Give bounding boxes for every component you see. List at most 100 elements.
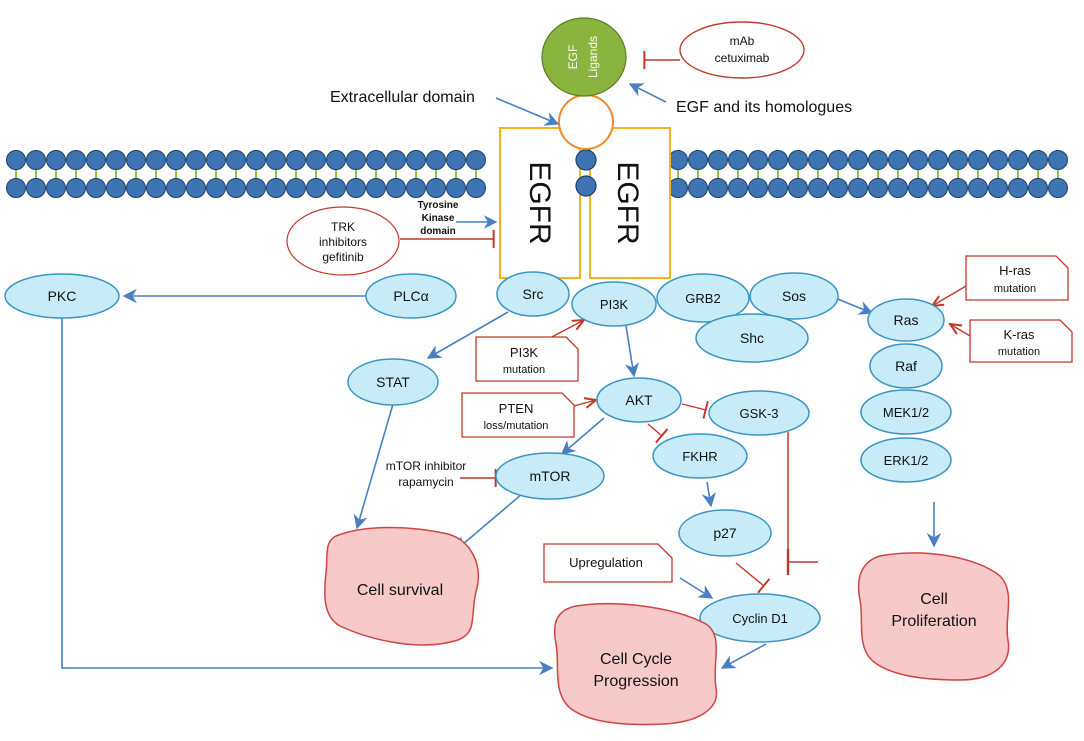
node-gsk3: GSK-3 bbox=[708, 390, 810, 436]
egfr-receptor-right: EGFR bbox=[589, 127, 671, 279]
node-akt: AKT bbox=[596, 377, 682, 423]
cell-proliferation-line1: Cell bbox=[920, 591, 948, 608]
node-raf-label: Raf bbox=[895, 358, 917, 374]
lipid-head bbox=[908, 178, 928, 198]
lipid-head bbox=[6, 150, 26, 170]
lipid-head bbox=[26, 178, 46, 198]
node-akt-label: AKT bbox=[625, 392, 653, 408]
cyclin-to-cycle-arrow bbox=[720, 643, 767, 669]
node-shc-label: Shc bbox=[740, 330, 764, 346]
lipid-head bbox=[748, 150, 768, 170]
extracellular-arrow bbox=[495, 97, 560, 126]
lipid-head bbox=[246, 150, 266, 170]
node-stat-label: STAT bbox=[376, 374, 410, 390]
lipid-head bbox=[446, 178, 466, 198]
lipid-head bbox=[768, 178, 788, 198]
lipid-head bbox=[206, 150, 226, 170]
lipid-head bbox=[928, 150, 948, 170]
lipid-head bbox=[346, 150, 366, 170]
akt-gsk3-inhibition bbox=[681, 400, 709, 419]
tk-label-line3: domain bbox=[420, 226, 456, 237]
cell-cycle-line1: Cell Cycle bbox=[600, 651, 672, 668]
node-grb2-label: GRB2 bbox=[685, 291, 720, 306]
mtor-inhibitor-label-line1: mTOR inhibitor bbox=[386, 459, 466, 473]
lipid-head bbox=[688, 150, 708, 170]
egfr-label-right: EGFR bbox=[611, 161, 644, 244]
hras-line2: mutation bbox=[994, 283, 1036, 295]
lipid-head bbox=[66, 150, 86, 170]
egfr-receptor-left: EGFR bbox=[499, 127, 581, 279]
lipid-head bbox=[708, 178, 728, 198]
node-raf: Raf bbox=[869, 343, 943, 389]
lipid-head bbox=[366, 178, 386, 198]
node-plc: PLCα bbox=[365, 273, 457, 319]
egfr-label-left: EGFR bbox=[523, 161, 556, 244]
gsk3-to-cyclin-line bbox=[787, 432, 818, 563]
node-mek-label: MEK1/2 bbox=[883, 405, 929, 420]
pi3k-mutation-line1: PI3K bbox=[510, 345, 539, 360]
lipid-head bbox=[466, 178, 486, 198]
lipid-head bbox=[1028, 150, 1048, 170]
lipid-head bbox=[688, 178, 708, 198]
hras-arrow bbox=[932, 285, 967, 306]
outcome-cell-cycle-progression: Cell Cycle Progression bbox=[553, 603, 718, 726]
lipid-head bbox=[206, 178, 226, 198]
lipid-head bbox=[266, 150, 286, 170]
tk-label-line2: Kinase bbox=[422, 213, 455, 224]
lipid-head bbox=[66, 178, 86, 198]
lipid-head bbox=[968, 150, 988, 170]
lipid-head bbox=[668, 178, 688, 198]
lipid-head bbox=[888, 150, 908, 170]
fkhr-to-p27-arrow bbox=[701, 481, 716, 508]
akt-to-mtor-arrow bbox=[560, 417, 605, 455]
lipid-head bbox=[888, 178, 908, 198]
kras-arrow bbox=[950, 324, 971, 337]
node-plc-label: PLCα bbox=[393, 288, 428, 304]
lipid-head bbox=[908, 150, 928, 170]
src-to-stat-arrow bbox=[426, 311, 509, 359]
lipid-head bbox=[968, 178, 988, 198]
lipid-head bbox=[126, 178, 146, 198]
lipid-head bbox=[808, 150, 828, 170]
lipid-head bbox=[446, 150, 466, 170]
lipid-head bbox=[326, 150, 346, 170]
extracellular-domain-label: Extracellular domain bbox=[330, 89, 475, 106]
lipid-head bbox=[426, 178, 446, 198]
mab-cetuximab-inhibitor: mAb cetuximab bbox=[679, 21, 805, 79]
node-grb2: GRB2 bbox=[656, 273, 750, 323]
lipid-head bbox=[166, 178, 186, 198]
mtor-inhibitor-label-line2: rapamycin bbox=[398, 475, 453, 489]
connectors bbox=[61, 285, 971, 676]
lipid-head bbox=[406, 150, 426, 170]
trk-inhibitors-gefitinib: TRK inhibitors gefitinib bbox=[286, 206, 400, 276]
lipid-head bbox=[106, 178, 126, 198]
pi3k-mutation-line2: mutation bbox=[503, 364, 545, 376]
pten-arrow bbox=[573, 400, 596, 406]
node-erk: ERK1/2 bbox=[860, 437, 952, 483]
tk-label-line1: Tyrosine bbox=[418, 200, 459, 211]
lipid-head bbox=[26, 150, 46, 170]
pten-line2: loss/mutation bbox=[484, 420, 549, 432]
lipid-head bbox=[948, 150, 968, 170]
lipid-head bbox=[266, 178, 286, 198]
lipid-head bbox=[466, 150, 486, 170]
lipid-head bbox=[748, 178, 768, 198]
lipid-head bbox=[286, 150, 306, 170]
extracellular-domain-circle bbox=[558, 94, 614, 150]
node-mtor-label: mTOR bbox=[530, 468, 571, 484]
kras-line2: mutation bbox=[998, 346, 1040, 358]
lipid-head bbox=[808, 178, 828, 198]
sos-to-ras-arrow bbox=[834, 297, 874, 315]
node-pi3k: PI3K bbox=[571, 281, 657, 327]
mab-label-line1: mAb bbox=[730, 34, 755, 48]
lipid-head bbox=[668, 150, 688, 170]
callout-upregulation: Upregulation bbox=[543, 543, 673, 583]
lipid-head bbox=[186, 150, 206, 170]
lipid-head bbox=[86, 178, 106, 198]
node-fkhr: FKHR bbox=[652, 433, 748, 479]
upregulation-arrow bbox=[679, 577, 714, 599]
lipid-head bbox=[186, 178, 206, 198]
pkc-to-cycle-arrow bbox=[61, 318, 554, 676]
lipid-head bbox=[868, 150, 888, 170]
